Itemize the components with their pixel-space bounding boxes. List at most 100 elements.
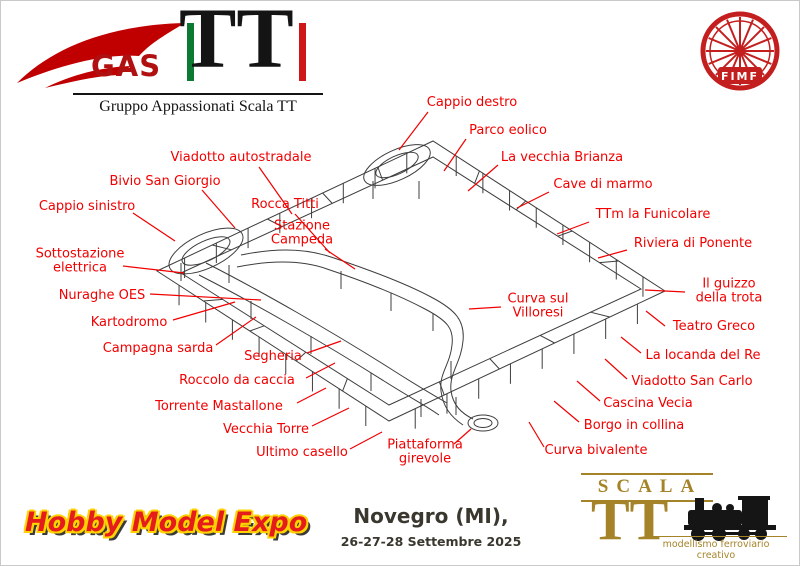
diagram-label-segheria: Segheria <box>244 348 302 364</box>
event-date: 26-27-28 Settembre 2025 <box>340 534 522 549</box>
scala-tt-letters: TT <box>591 487 669 552</box>
middle-band-edge-a <box>240 249 474 420</box>
leader-line-la-vecchia-brianza <box>467 164 499 192</box>
diagram-label-kartodromo: Kartodromo <box>90 314 168 330</box>
fimf-banner <box>718 67 762 84</box>
leader-line-teatro-greco <box>645 310 666 327</box>
leader-line-nuraghe-oes <box>149 293 262 301</box>
table-leg <box>203 298 223 302</box>
table-legs <box>178 153 644 429</box>
diagram-label-riviera-di-ponente: Riviera di Ponente <box>633 235 753 251</box>
table-leg <box>539 334 555 344</box>
wheel-spoke <box>742 26 765 49</box>
leader-line-il-guizzo-della-trota <box>644 289 686 293</box>
diagram-label-parco-eolico: Parco eolico <box>469 122 547 138</box>
diagram-label-viadotto-autostradale: Viadotto autostradale <box>170 149 312 165</box>
diagram-label-la-locanda-del-re: La locanda del Re <box>645 347 761 363</box>
leader-line-cave-di-marmo <box>516 191 550 209</box>
fimf-label: FIMF <box>721 70 759 83</box>
diagram-label-vecchia-torre: Vecchia Torre <box>223 421 309 437</box>
table-leg <box>557 230 573 237</box>
leader-line-cappio-destro <box>398 111 429 151</box>
diagram-label-curva-sul-villoresi: Curva sul Villoresi <box>507 291 569 321</box>
diagram-label-viadotto-san-carlo: Viadotto San Carlo <box>631 373 753 389</box>
wheel-spoke <box>726 19 740 47</box>
diagonal-band-edge-b <box>198 274 440 416</box>
diagram-label-borgo-in-collina: Borgo in collina <box>583 417 685 433</box>
table-leg <box>489 358 500 370</box>
right-loop-track <box>375 151 419 179</box>
event-location: Novegro (MI), <box>353 504 509 528</box>
wheel-spoke <box>744 37 772 51</box>
logo-subtitle: Gruppo Appassionati Scala TT <box>99 98 297 115</box>
wheel-spoke <box>715 26 738 49</box>
right-loop <box>363 144 431 186</box>
diagram-label-teatro-greco: Teatro Greco <box>672 318 756 334</box>
leader-line-la-locanda-del-re <box>620 336 642 354</box>
diagram-label-stazione-campeda: Stazione Campeda <box>270 218 334 248</box>
wheel-spoke <box>708 51 736 65</box>
diagram-label-sottostazione-elettrica: Sottostazione elettrica <box>35 246 125 276</box>
table-leg <box>377 166 384 181</box>
leader-line-piattaforma-girevole <box>453 428 472 445</box>
left-loop <box>168 227 244 275</box>
leader-line-kartodromo <box>172 301 236 321</box>
leader-line-campagna-sarda <box>215 316 257 346</box>
leader-line-roccolo-da-caccia <box>305 362 336 379</box>
table-leg <box>342 378 348 392</box>
turntable-bridge <box>473 418 493 428</box>
diagram-label-cappio-sinistro: Cappio sinistro <box>38 198 136 214</box>
leader-line-sottostazione-elettrica <box>122 265 185 274</box>
diagram-label-curva-bivalente: Curva bivalente <box>544 442 648 458</box>
leader-line-ultimo-casello <box>349 431 383 450</box>
locomotive-icon <box>684 496 776 541</box>
logo-rule <box>73 93 323 95</box>
event-info: Novegro (MI), 26-27-28 Settembre 2025 <box>331 504 531 549</box>
diagram-label-bivio-san-giorgio: Bivio San Giorgio <box>109 173 221 189</box>
diagonal-band-edge-a <box>205 262 448 404</box>
leader-line-vecchia-torre <box>311 407 350 427</box>
table-leg <box>322 192 333 204</box>
table-leg <box>474 170 480 184</box>
diagram-label-roccolo-da-caccia: Roccolo da caccia <box>179 372 295 388</box>
table-leg <box>599 260 619 264</box>
table-leg <box>249 325 265 332</box>
leader-line-curva-bivalente <box>528 421 545 448</box>
diagram-label-cappio-destro: Cappio destro <box>426 94 518 110</box>
flag-green-stripe <box>187 23 194 81</box>
diagram-label-ultimo-casello: Ultimo casello <box>256 444 348 460</box>
diagram-label-la-vecchia-brianza: La vecchia Brianza <box>500 149 624 165</box>
scala-word: SCALA <box>581 473 713 502</box>
baseboard-inner-edge <box>179 156 643 406</box>
scala-tagline: modellismo ferroviario creativo <box>645 536 787 561</box>
gas-tt-logo: GAS TT Gruppo Appassionati Scala TT <box>11 1 341 117</box>
table-leg <box>438 381 445 396</box>
leader-line-stazione-campeda <box>324 248 356 270</box>
leader-line-rocca-titti <box>294 213 331 254</box>
wheel-spoke <box>708 37 736 51</box>
leader-line-viadotto-san-carlo <box>604 358 628 380</box>
table-leg <box>295 351 307 362</box>
leader-line-curva-sul-villoresi <box>468 306 502 310</box>
wheel-spoke <box>744 51 772 65</box>
expo-title: Hobby Model Expo <box>25 507 308 538</box>
swoosh-icon <box>17 23 185 88</box>
leader-line-torrente-mastallone <box>296 387 327 404</box>
diagram-label-cascina-vecia: Cascina Vecia <box>603 395 693 411</box>
fimf-wheel-icon: FIMF <box>700 11 780 91</box>
turntable <box>467 414 499 432</box>
diagram-label-cave-di-marmo: Cave di marmo <box>553 176 653 192</box>
diagram-label-nuraghe-oes: Nuraghe OES <box>58 287 146 303</box>
leader-line-ttm-la-funicolare <box>556 221 590 235</box>
diagram-label-ttm-la-funicolare: TTm la Funicolare <box>595 206 711 222</box>
leader-line-cappio-sinistro <box>132 212 176 242</box>
diagram-label-il-guizzo-della-trota: Il guizzo della trota <box>695 276 763 306</box>
table-leg <box>212 244 232 251</box>
leader-line-bivio-san-giorgio <box>201 189 236 229</box>
leader-line-riviera-di-ponente <box>597 249 628 259</box>
left-loop-track <box>181 236 231 266</box>
leader-lines <box>122 111 686 450</box>
gas-text: GAS <box>91 49 162 83</box>
